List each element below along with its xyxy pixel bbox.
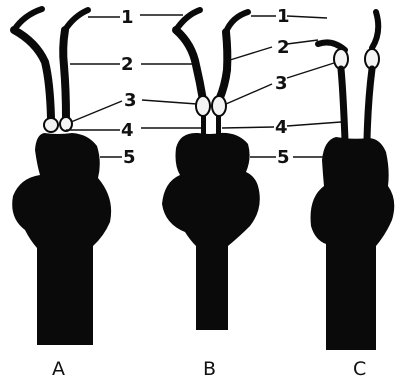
brain-b-olfactory-nerve-left [176,10,200,30]
label-a-2: 2 [121,54,134,75]
leader-c-4 [222,127,274,128]
label-a-4: 4 [121,120,134,141]
brain-c [311,12,395,350]
brain-b-olfactory-bulb-left [196,96,210,116]
brain-b-body [162,133,260,330]
label-b-1: 1 [277,6,290,27]
brain-c-olfactory-nerve-right [372,12,378,48]
brain-a-olfactory-nerve-left [14,9,42,30]
leader-b-3 [142,100,197,104]
brain-b-olfactory-nerve-right [226,12,248,32]
brain-c-olfactory-tract-right [367,69,372,140]
brain-a-olfactory-bulb-right [60,117,72,131]
brain-a-olfactory-tract-right [63,30,66,118]
label-a-5: 5 [123,147,136,168]
leader-c-3 [226,84,272,104]
leader-c-4b [287,122,341,126]
label-b-2: 2 [277,37,290,58]
brain-b-olfactory-tract-left [176,30,203,100]
brain-a-olfactory-nerve-right [65,10,88,30]
leader-a-3 [71,101,122,122]
leader-c-2 [230,47,272,60]
brain-b [162,10,260,330]
brain-c-olfactory-tract-left [341,69,345,140]
leader-c-2b [287,40,318,44]
brain-b-olfactory-tract-right [219,32,227,100]
label-a-3: 3 [124,90,137,111]
label-b-5: 5 [277,147,290,168]
brain-a-olfactory-bulb-left [44,118,58,132]
label-b-4: 4 [275,117,288,138]
brain-b-peduncle-left [201,115,206,135]
brain-a-body [12,133,111,345]
brain-b-peduncle-right [216,115,221,135]
leader-c-1b [287,16,327,18]
brain-c-body [311,137,395,350]
label-b-3: 3 [275,73,288,94]
brain-a-olfactory-tract-left [14,30,51,118]
leader-c-3b [287,63,334,78]
panel-label-c: C [353,358,366,380]
brain-a [12,9,111,345]
label-a-1: 1 [121,7,134,28]
panel-label-a: A [52,358,65,380]
panel-label-b: B [203,358,216,380]
brain-b-olfactory-bulb-right [212,96,226,116]
